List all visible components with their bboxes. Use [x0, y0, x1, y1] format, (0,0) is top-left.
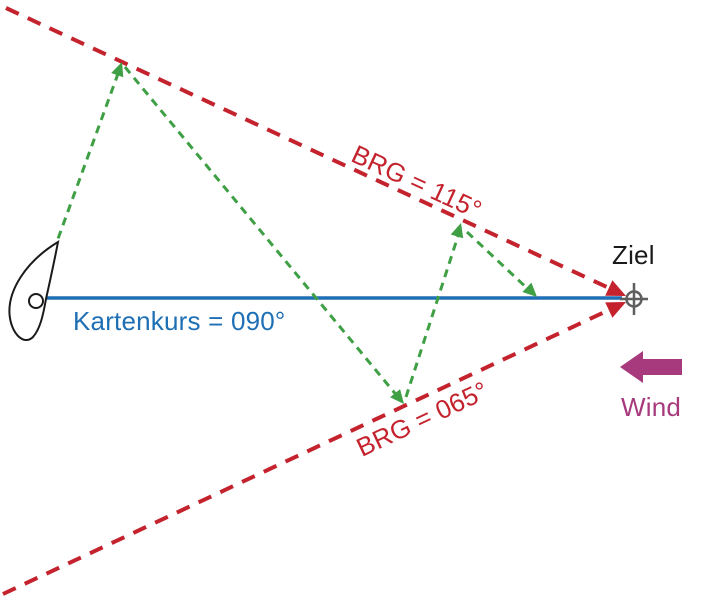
bearing-115-label: BRG = 115°	[347, 139, 486, 225]
tack-leg-1	[37, 70, 121, 292]
tack-arrowhead-1	[111, 62, 124, 78]
tack-arrowhead-3	[450, 223, 464, 239]
wind-arrow-icon	[620, 351, 682, 383]
boat-hull-outline	[8, 239, 60, 342]
course-label: Kartenkurs = 090°	[73, 306, 286, 336]
bearing-line-065	[2, 307, 611, 596]
bearing-065-arrowhead	[605, 302, 626, 318]
boat-icon	[8, 239, 60, 342]
tack-arrowhead-2	[390, 389, 404, 404]
bearing-line-115	[5, 6, 611, 291]
tack-leg-3	[404, 232, 461, 398]
tack-leg-2	[123, 66, 400, 398]
bearing-115-arrowhead	[605, 280, 626, 296]
target-icon	[620, 283, 648, 315]
wind-label: Wind	[621, 392, 681, 422]
tack-leg-4	[465, 230, 531, 292]
target-label: Ziel	[612, 240, 655, 270]
start-point-marker	[28, 293, 44, 309]
target-circle	[625, 290, 643, 308]
tack-arrowhead-4	[522, 282, 537, 297]
